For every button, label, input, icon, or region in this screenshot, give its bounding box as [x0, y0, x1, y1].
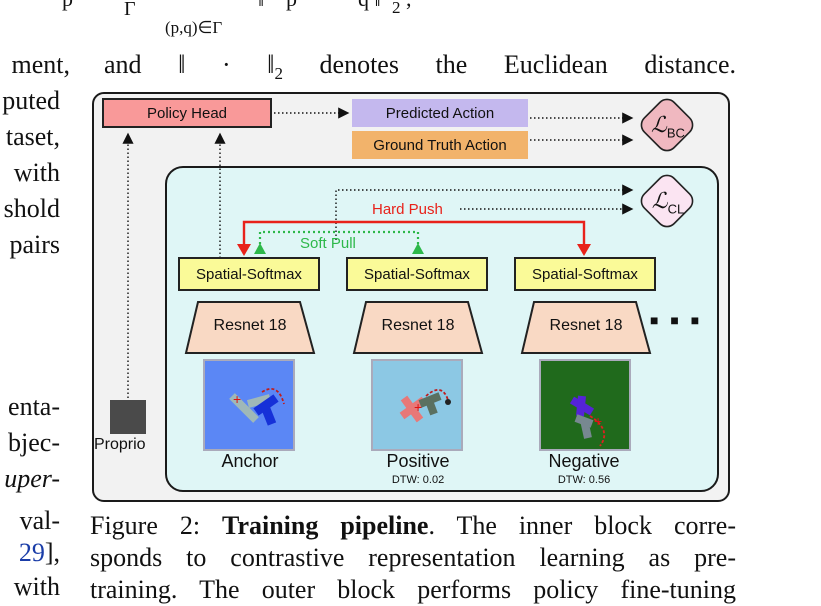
hard-push-arrowhead-right	[577, 244, 591, 256]
word-norm: ‖2	[267, 50, 283, 84]
soft-pull-label: Soft Pull	[300, 235, 356, 252]
proprio-label: Proprio	[94, 436, 146, 453]
left-line-6: pairs	[9, 230, 60, 259]
left-line-8: bjec-	[8, 428, 60, 457]
loss-bc-shape	[640, 98, 694, 152]
left-line-1: ment,	[11, 50, 71, 79]
equation-sum-sub: (p,q)∈Γ	[165, 18, 223, 37]
equation-norm-open: ‖	[258, 0, 264, 12]
ellipsis-marker: ■ ■ ■	[650, 312, 704, 328]
spatial-softmax-positive: Spatial-Softmax	[346, 257, 488, 291]
hard-push-label: Hard Push	[372, 201, 443, 218]
caption-line-3: training. The outer block performs polic…	[90, 575, 736, 604]
word: the	[435, 50, 468, 79]
equation-norm-close: q ‖	[358, 0, 381, 12]
resnet-label-anchor: Resnet 18	[213, 317, 287, 334]
dtw-positive: DTW: 0.02	[391, 474, 445, 486]
anchor-t-shape-a	[229, 393, 259, 423]
equation-comma: ,	[406, 0, 412, 12]
arrow-to-lcl-top	[335, 184, 634, 240]
word: denotes	[319, 50, 399, 79]
left-line-9: uper-	[4, 464, 60, 493]
resnet-label-negative: Resnet 18	[549, 317, 623, 334]
word: Euclidean	[503, 50, 608, 79]
left-line-11: 29],	[18, 538, 60, 567]
equation-gamma-sub: Γ	[124, 0, 136, 20]
svg-text:+: +	[594, 413, 602, 429]
resnet-shape-negative	[520, 301, 652, 354]
left-line-4: with	[13, 158, 60, 187]
left-line-5: shold	[3, 194, 60, 223]
hard-push-arrowhead-left	[237, 244, 251, 256]
svg-text:+: +	[233, 391, 241, 407]
predicted-action-box: Predicted Action	[352, 99, 528, 127]
equation-fragment-left: −	[40, 0, 52, 12]
hard-push-line	[242, 220, 586, 254]
left-line-10: val-	[19, 506, 60, 535]
left-line-7: enta-	[8, 392, 60, 421]
spatial-softmax-anchor: Spatial-Softmax	[178, 257, 320, 291]
left-line-3: taset,	[5, 122, 60, 151]
sample-label-negative: Negative	[548, 451, 620, 471]
resnet-shape-positive	[352, 301, 484, 354]
caption-line-2: sponds to contrastive representation lea…	[90, 543, 736, 572]
sample-label-positive: Positive	[386, 451, 450, 471]
spatial-softmax-negative: Spatial-Softmax	[514, 257, 656, 291]
word: ‖	[178, 50, 186, 79]
loss-bc-label: ℒBC	[651, 112, 685, 141]
equation-var-p: p	[62, 0, 73, 12]
word: and	[104, 50, 142, 79]
ground-truth-action-box: Ground Truth Action	[352, 131, 528, 159]
soft-pull-arrowhead-left	[254, 243, 266, 254]
resnet-label-positive: Resnet 18	[381, 317, 455, 334]
text-line-euclidean: and ‖ · ‖2 denotes the Euclidean distanc…	[104, 50, 736, 84]
word: ·	[221, 50, 231, 79]
svg-text:+: +	[414, 399, 422, 415]
loss-cl-label: ℒCL	[651, 188, 685, 217]
sample-label-anchor: Anchor	[221, 451, 279, 471]
resnet-shape-anchor	[184, 301, 316, 354]
proprio-block	[110, 400, 146, 434]
left-line-2: puted	[2, 86, 60, 115]
word: distance.	[644, 50, 736, 79]
equation-norm-sub: 2	[392, 0, 401, 17]
caption-line-1: Figure 2: Training pipeline. The inner b…	[90, 511, 736, 540]
soft-pull-arrowhead-right	[412, 243, 424, 254]
equation-p: p	[286, 0, 297, 12]
loss-cl-shape	[640, 174, 694, 228]
dtw-negative: DTW: 0.56	[557, 474, 611, 486]
policy-head-box: Policy Head	[102, 98, 272, 128]
